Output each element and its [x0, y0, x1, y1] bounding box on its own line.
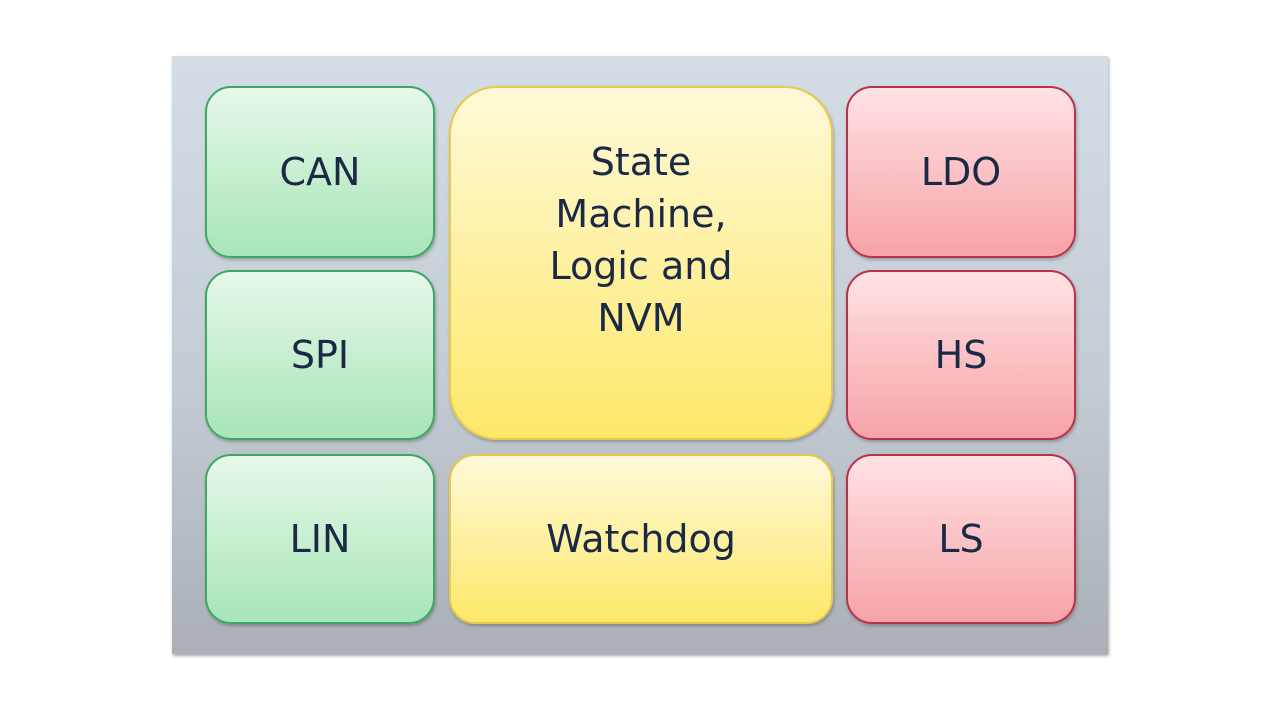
ls-block: LS [846, 454, 1076, 624]
ldo-block: LDO [846, 86, 1076, 258]
watchdog-label: Watchdog [546, 517, 736, 561]
state-machine-block: State Machine, Logic and NVM [449, 86, 833, 440]
ls-label: LS [938, 517, 984, 561]
ldo-label: LDO [920, 150, 1002, 194]
can-block: CAN [205, 86, 435, 258]
block-diagram-board: CAN SPI LIN State Machine, Logic and NVM… [172, 56, 1108, 654]
lin-block: LIN [205, 454, 435, 624]
hs-label: HS [934, 333, 988, 377]
state-machine-label: State Machine, Logic and NVM [549, 140, 733, 340]
watchdog-block: Watchdog [449, 454, 833, 624]
can-label: CAN [279, 150, 361, 194]
spi-block: SPI [205, 270, 435, 440]
spi-label: SPI [290, 333, 350, 377]
hs-block: HS [846, 270, 1076, 440]
lin-label: LIN [289, 517, 351, 561]
